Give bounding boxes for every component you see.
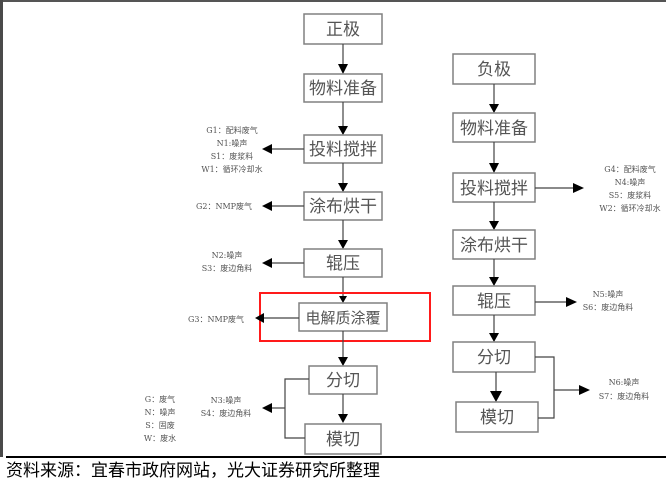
pos-arrow-5 — [339, 296, 347, 303]
pos-arrow-1 — [338, 64, 348, 74]
note-n1: N1:噪声 — [217, 138, 248, 148]
neg-cutting-notes: N6:噪声 S7：废边角料 — [599, 377, 650, 401]
pos-cutting-out-arrow — [262, 403, 272, 413]
note-s3: S3：废边角料 — [202, 263, 253, 273]
neg-cutting-bracket — [535, 356, 555, 419]
pos-step-material: 物料准备 — [309, 79, 377, 99]
pos-step-mixing: 投料搅拌 — [309, 140, 377, 160]
note-g3: G3：NMP废气 — [188, 314, 244, 324]
pos-box-electrolyte — [298, 302, 388, 332]
note-g4: G4：配料废气 — [604, 164, 655, 174]
pos-arrow-3 — [338, 183, 348, 192]
legend: G：废气 N：噪声 S：固废 W：废水 — [144, 394, 176, 443]
note-w1: W1：循环冷却水 — [201, 164, 262, 174]
process-diagram: 正极 物料准备 投料搅拌 涂布烘干 辊压 电解质涂覆 — [144, 13, 661, 455]
pos-mixing-out-arrow — [262, 144, 272, 154]
note-w2: W2：循环冷却水 — [599, 203, 660, 213]
pos-arrow-4 — [338, 240, 348, 249]
pos-arrow-7 — [338, 414, 348, 423]
neg-box-coating — [452, 229, 536, 260]
pos-box-rolling — [303, 248, 383, 278]
neg-step-anode: 负极 — [477, 60, 511, 80]
pos-step-coating: 涂布烘干 — [309, 197, 377, 217]
pos-rolling-out-arrow — [262, 258, 272, 268]
neg-arrow-2 — [489, 163, 499, 173]
neg-arrow-6 — [490, 391, 502, 402]
neg-box-diecut — [455, 401, 539, 433]
note-n3: N3:噪声 — [211, 395, 242, 405]
note-s5: S5：废浆料 — [609, 190, 652, 200]
pos-step-cathode: 正极 — [326, 20, 360, 40]
source-caption: 资料来源：宜春市政府网站，光大证券研究所整理 — [6, 461, 380, 481]
neg-arrow-4 — [489, 277, 499, 286]
caption-separator — [6, 456, 666, 458]
pos-step-slitting: 分切 — [326, 371, 360, 391]
neg-step-mixing: 投料搅拌 — [460, 179, 528, 199]
neg-mixing-out-arrow — [573, 183, 584, 193]
pos-step-diecut: 模切 — [326, 430, 360, 450]
neg-mixing-notes: G4：配料废气 N4:噪声 S5：废浆料 W2：循环冷却水 — [599, 164, 660, 213]
note-n6: N6:噪声 — [609, 377, 640, 387]
neg-step-diecut: 模切 — [480, 408, 514, 428]
neg-arrow-1 — [489, 104, 499, 113]
neg-arrow-3 — [489, 221, 499, 230]
note-s4: S4：废边角料 — [201, 408, 252, 418]
pos-cutting-notes: N3:噪声 S4：废边角料 — [201, 395, 252, 418]
neg-step-material: 物料准备 — [460, 119, 528, 139]
pos-mixing-notes: G1：配料废气 N1:噪声 S1：废浆料 W1：循环冷却水 — [201, 125, 262, 174]
note-g1: G1：配料废气 — [206, 125, 257, 135]
note-n5: N5:噪声 — [593, 289, 624, 299]
note-g2: G2：NMP废气 — [196, 201, 252, 211]
neg-rolling-notes: N5:噪声 S6：废边角料 — [583, 289, 634, 312]
pos-arrow-2 — [338, 126, 348, 135]
note-n2: N2:噪声 — [212, 250, 243, 260]
note-s6: S6：废边角料 — [583, 302, 634, 312]
top-border — [0, 0, 666, 2]
pos-arrow-6 — [338, 357, 348, 366]
neg-step-rolling: 辊压 — [477, 292, 511, 312]
pos-box-mixing — [303, 134, 383, 164]
pos-electrolyte-out-arrow — [255, 313, 264, 323]
neg-rolling-out-arrow — [566, 297, 577, 307]
neg-box-anode — [452, 53, 536, 85]
note-n4: N4:噪声 — [615, 177, 646, 187]
legend-s: S：固废 — [145, 420, 174, 430]
neg-box-slitting — [452, 341, 536, 373]
pos-box-cathode — [303, 13, 383, 45]
pos-rolling-notes: N2:噪声 S3：废边角料 — [202, 250, 253, 273]
legend-g: G：废气 — [145, 394, 175, 404]
neg-step-slitting: 分切 — [477, 348, 511, 368]
pos-step-rolling: 辊压 — [326, 254, 360, 274]
note-s7: S7：废边角料 — [599, 391, 650, 401]
pos-box-diecut — [304, 423, 382, 455]
pos-box-slitting — [308, 365, 378, 395]
pos-step-electrolyte: 电解质涂覆 — [305, 309, 380, 327]
neg-cutting-out-arrow — [579, 385, 590, 395]
legend-n: N：噪声 — [145, 407, 176, 417]
pos-coating-out-arrow — [262, 201, 272, 211]
note-s1: S1：废浆料 — [211, 151, 254, 161]
legend-w: W：废水 — [144, 433, 176, 443]
neg-arrow-5 — [489, 333, 499, 342]
neg-step-coating: 涂布烘干 — [460, 236, 528, 256]
left-border — [0, 0, 3, 457]
